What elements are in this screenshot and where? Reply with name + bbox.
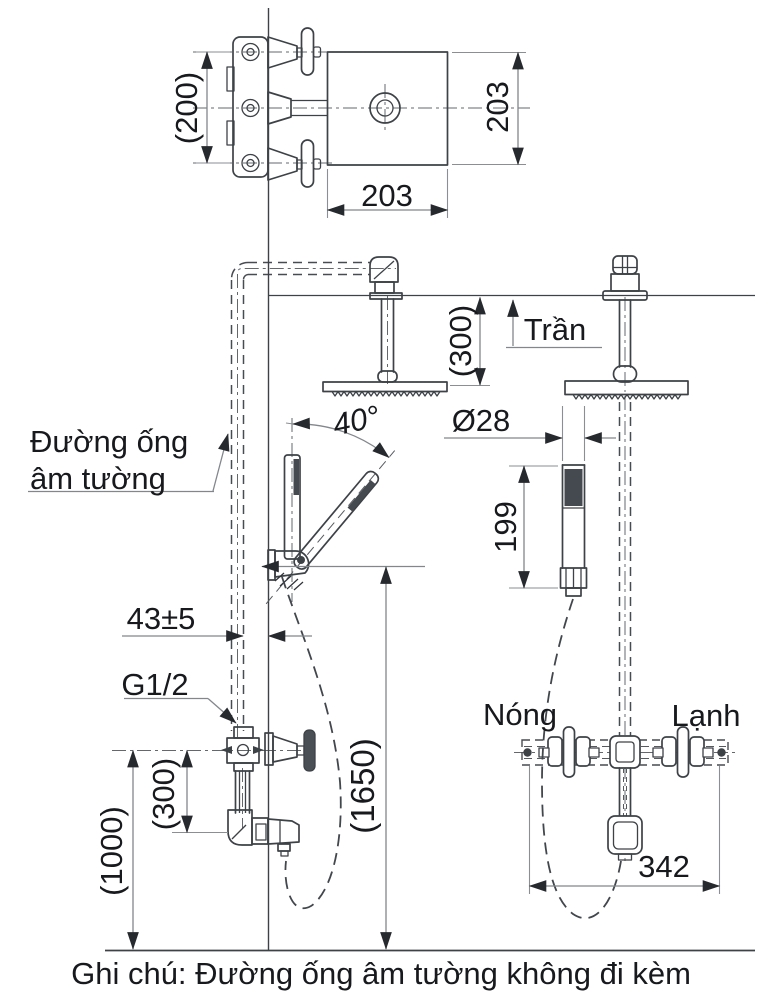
left-elevation-view: [221, 256, 448, 910]
dim-handshower-length-label: 199: [488, 501, 523, 553]
cold-valve-handle: [652, 726, 714, 778]
note-text: Ghi chú: Đường ống âm tường không đi kèm: [71, 956, 691, 991]
angle-40-label: 40°: [330, 398, 383, 442]
dim-valve-spacing-label: 342: [638, 849, 690, 884]
labels: (200) 203 203 Đường ống âm tường (300) 4…: [30, 72, 740, 991]
handshower-holder: [267, 549, 310, 591]
dim-floor-to-holder-label: (1650): [344, 738, 381, 833]
thread-size-label: G1/2: [121, 667, 188, 702]
dim-valve-to-spout-label: (300): [146, 758, 181, 830]
handshower-hose-left: [281, 576, 342, 910]
cold-water-label: Lạnh: [672, 698, 741, 733]
ceiling-label: Trần: [524, 312, 587, 347]
top-section-view: [226, 27, 449, 188]
dim-mount-height-label: (200): [169, 72, 204, 144]
right-elevation-view: [521, 255, 729, 920]
wall-valve-side: [221, 726, 316, 857]
dim-ceiling-to-head-label: (300): [443, 305, 478, 377]
dim-pipe-to-wall-label: 43±5: [127, 601, 196, 636]
dim-plate-height-label: 203: [480, 81, 515, 133]
hot-valve-handle: [538, 726, 600, 778]
mixer-valve-front: [521, 726, 729, 861]
concealed-pipe-label-line1: Đường ống: [30, 424, 188, 459]
handshower-front: [559, 464, 588, 597]
concealed-pipe-label-line2: âm tường: [30, 461, 166, 496]
dim-plate-width-label: 203: [361, 178, 413, 213]
dim-floor-to-valve-label: (1000): [94, 806, 129, 896]
handshower-hose-right: [541, 598, 622, 920]
hot-water-label: Nóng: [483, 697, 557, 732]
centerlines: [112, 51, 736, 862]
dimensions: [28, 51, 721, 950]
handshower-vertical: [283, 454, 301, 560]
dim-handshower-diameter-label: Ø28: [452, 403, 511, 438]
